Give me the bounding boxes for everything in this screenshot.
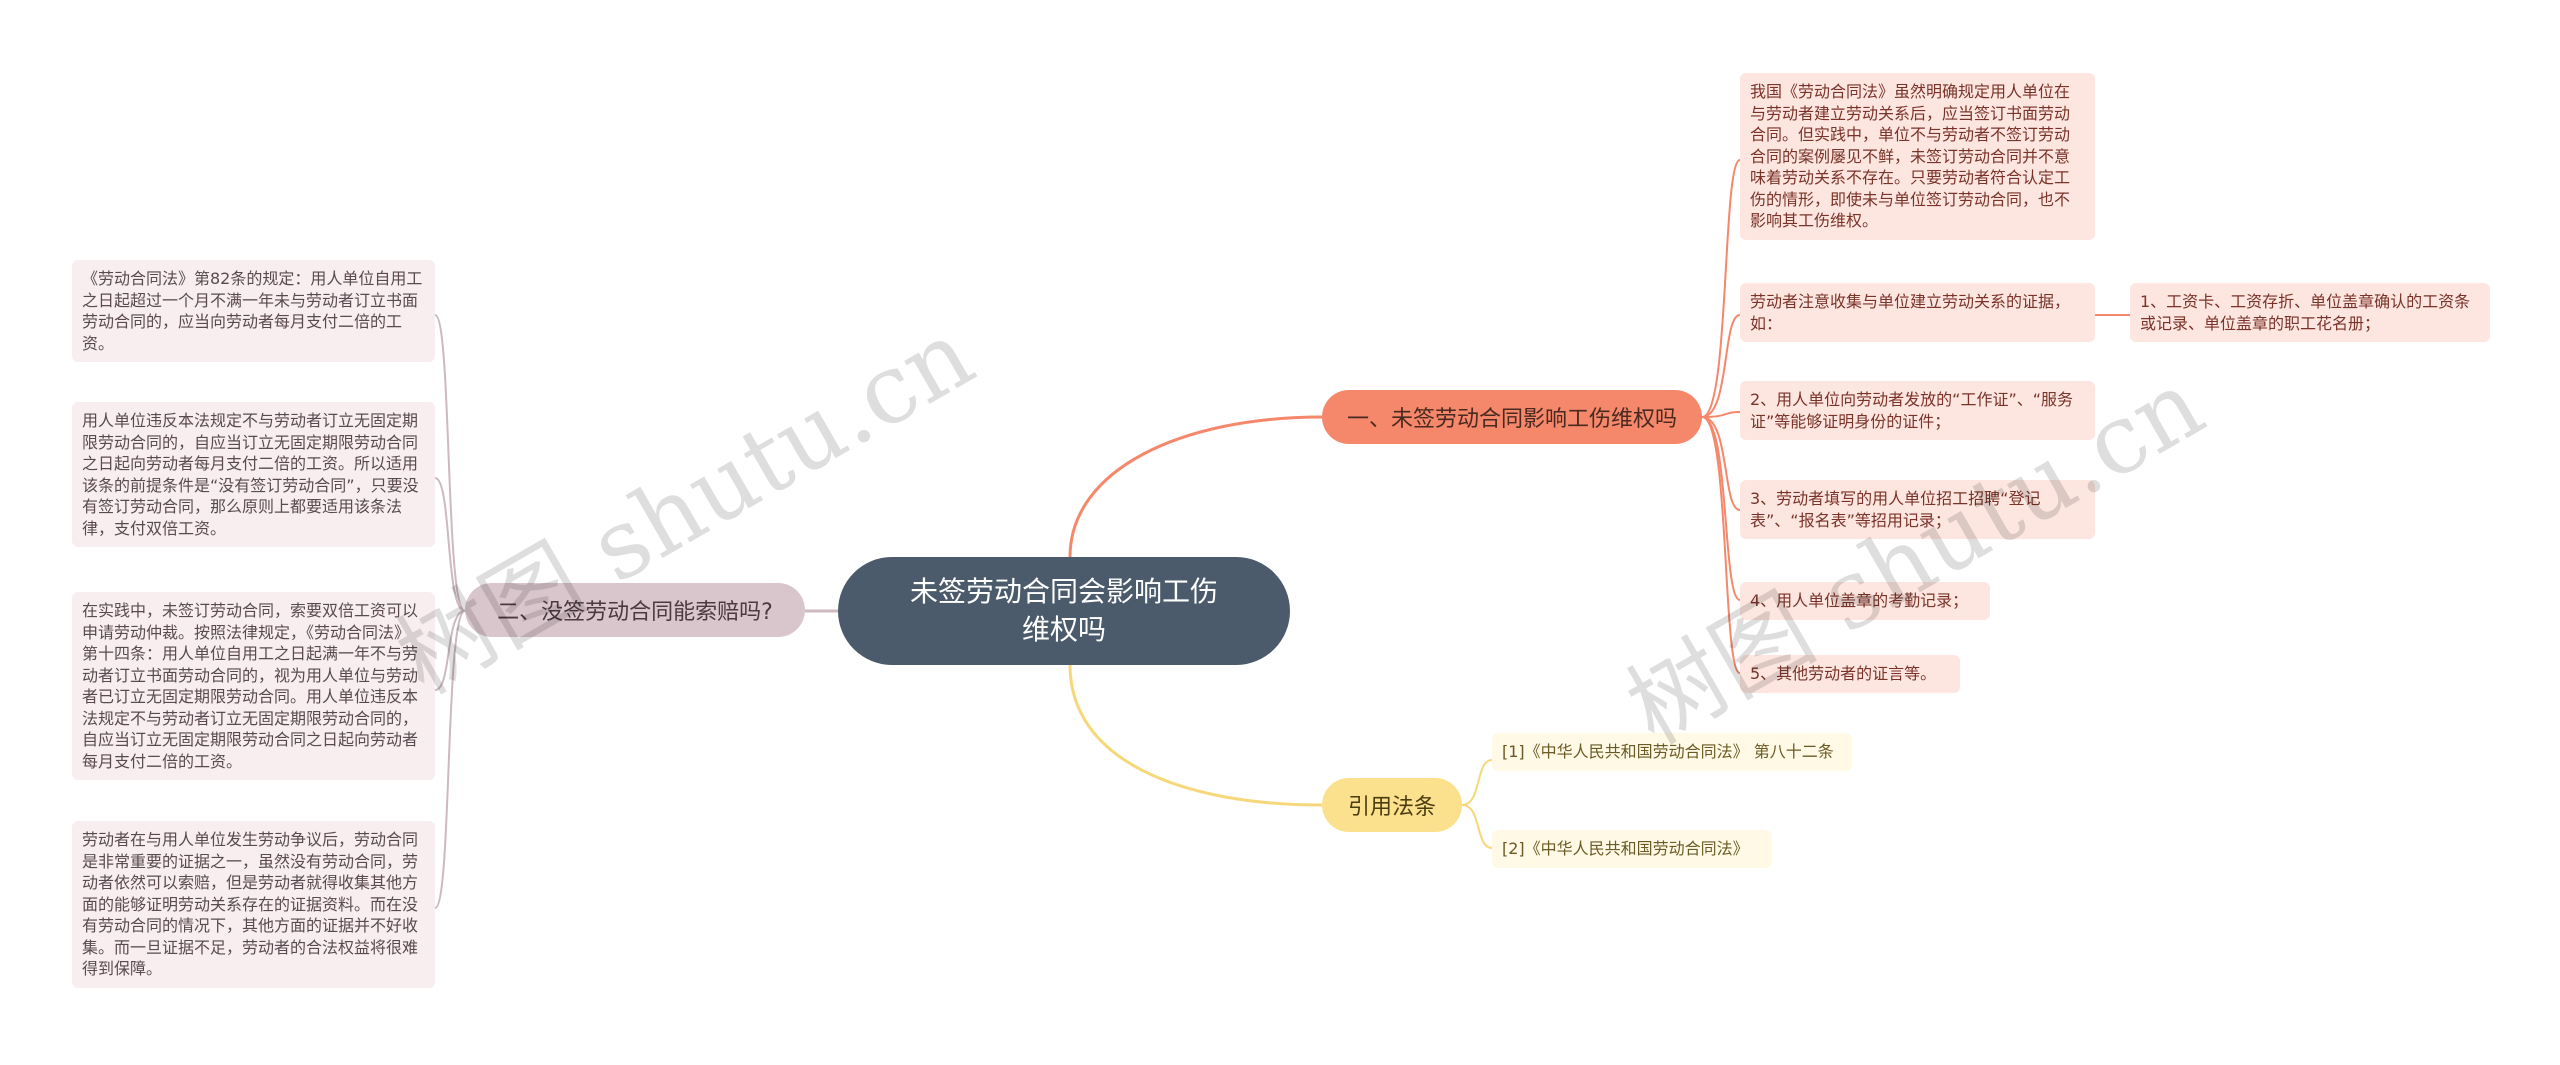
- branch-label: 引用法条: [1347, 795, 1436, 820]
- leaf-text: [1]《中华人民共和国劳动合同法》 第八十二条: [1502, 742, 1834, 761]
- leaf-evidence[interactable]: 劳动者注意收集与单位建立劳动关系的证据，如：: [1740, 283, 2095, 342]
- leaf-text: 劳动者注意收集与单位建立劳动关系的证据，如：: [1750, 292, 2071, 333]
- leaf-reference-1[interactable]: [1]《中华人民共和国劳动合同法》 第八十二条: [1492, 733, 1852, 771]
- branch-impact-on-injury-claim[interactable]: 一、未签劳动合同影响工伤维权吗: [1322, 390, 1702, 444]
- leaf-evidence-item-3[interactable]: 3、劳动者填写的用人单位招工招聘“登记表”、“报名表”等招用记录；: [1740, 480, 2095, 539]
- leaf-evidence-item-1[interactable]: 1、工资卡、工资存折、单位盖章确认的工资条或记录、单位盖章的职工花名册；: [2130, 283, 2490, 342]
- leaf-text: 3、劳动者填写的用人单位招工招聘“登记表”、“报名表”等招用记录；: [1750, 489, 2041, 530]
- leaf-text: 《劳动合同法》第82条的规定：用人单位自用工之日起超过一个月不满一年未与劳动者订…: [82, 269, 423, 353]
- root-topic[interactable]: 未签劳动合同会影响工伤维权吗: [838, 557, 1290, 665]
- branch-cited-laws[interactable]: 引用法条: [1322, 778, 1462, 832]
- leaf-text: 劳动者在与用人单位发生劳动争议后，劳动合同是非常重要的证据之一，虽然没有劳动合同…: [82, 830, 419, 978]
- branch-can-claim-compensation[interactable]: 二、没签劳动合同能索赔吗?: [465, 583, 805, 637]
- leaf-intro[interactable]: 我国《劳动合同法》虽然明确规定用人单位在与劳动者建立劳动关系后，应当签订书面劳动…: [1740, 73, 2095, 240]
- leaf-text: 2、用人单位向劳动者发放的“工作证”、“服务证”等能够证明身份的证件；: [1750, 390, 2074, 431]
- leaf-evidence-importance[interactable]: 劳动者在与用人单位发生劳动争议后，劳动合同是非常重要的证据之一，虽然没有劳动合同…: [72, 821, 435, 988]
- leaf-text: 在实践中，未签订劳动合同，索要双倍工资可以申请劳动仲裁。按照法律规定，《劳动合同…: [82, 601, 419, 771]
- leaf-text: 用人单位违反本法规定不与劳动者订立无固定期限劳动合同的，自应当订立无固定期限劳动…: [82, 411, 419, 538]
- branch-label: 一、未签劳动合同影响工伤维权吗: [1346, 407, 1677, 432]
- leaf-text: 1、工资卡、工资存折、单位盖章确认的工资条或记录、单位盖章的职工花名册；: [2140, 292, 2471, 333]
- root-topic-label: 未签劳动合同会影响工伤维权吗: [909, 575, 1218, 646]
- leaf-text: [2]《中华人民共和国劳动合同法》: [1502, 839, 1749, 858]
- leaf-reference-2[interactable]: [2]《中华人民共和国劳动合同法》: [1492, 830, 1772, 868]
- leaf-evidence-item-2[interactable]: 2、用人单位向劳动者发放的“工作证”、“服务证”等能够证明身份的证件；: [1740, 381, 2095, 440]
- leaf-text: 我国《劳动合同法》虽然明确规定用人单位在与劳动者建立劳动关系后，应当签订书面劳动…: [1750, 82, 2071, 230]
- leaf-text: 5、其他劳动者的证言等。: [1750, 664, 1937, 683]
- leaf-evidence-item-4[interactable]: 4、用人单位盖章的考勤记录；: [1740, 582, 1990, 620]
- leaf-evidence-item-5[interactable]: 5、其他劳动者的证言等。: [1740, 655, 1960, 693]
- leaf-article-82[interactable]: 《劳动合同法》第82条的规定：用人单位自用工之日起超过一个月不满一年未与劳动者订…: [72, 260, 435, 362]
- branch-label: 二、没签劳动合同能索赔吗?: [497, 600, 773, 625]
- leaf-text: 4、用人单位盖章的考勤记录；: [1750, 591, 1969, 610]
- leaf-arbitration[interactable]: 在实践中，未签订劳动合同，索要双倍工资可以申请劳动仲裁。按照法律规定，《劳动合同…: [72, 592, 435, 780]
- leaf-double-wage-rule[interactable]: 用人单位违反本法规定不与劳动者订立无固定期限劳动合同的，自应当订立无固定期限劳动…: [72, 402, 435, 547]
